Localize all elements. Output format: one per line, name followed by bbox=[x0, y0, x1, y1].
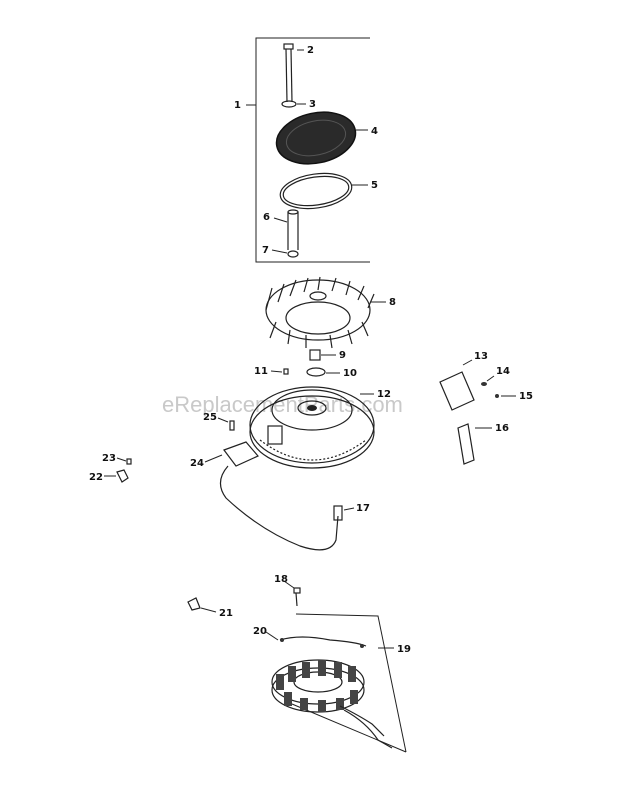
callout-2: 2 bbox=[307, 45, 314, 56]
callout-25: 25 bbox=[203, 412, 217, 423]
callout-13: 13 bbox=[474, 351, 488, 362]
callout-4: 4 bbox=[371, 126, 378, 137]
nut-part bbox=[309, 349, 336, 361]
screw-part-25 bbox=[217, 417, 235, 431]
callout-labels: 1 2 3 4 5 6 7 8 9 10 11 12 13 14 15 16 1… bbox=[89, 45, 533, 655]
screw-part-23 bbox=[116, 457, 132, 465]
callout-23: 23 bbox=[102, 453, 116, 464]
spacer-part bbox=[273, 209, 299, 250]
clip-part-22 bbox=[104, 469, 129, 483]
key-part bbox=[270, 368, 289, 375]
ring-part bbox=[279, 172, 368, 210]
flat-washer-part bbox=[306, 367, 340, 377]
ignition-module-part bbox=[204, 441, 355, 551]
callout-12: 12 bbox=[377, 389, 391, 400]
callout-19: 19 bbox=[397, 644, 411, 655]
callout-3: 3 bbox=[309, 99, 316, 110]
flywheel-part bbox=[249, 386, 375, 469]
callout-15: 15 bbox=[519, 391, 533, 402]
callout-18: 18 bbox=[274, 574, 288, 585]
rectifier-nut-part bbox=[495, 394, 516, 398]
callout-1: 1 bbox=[234, 100, 241, 111]
callout-17: 17 bbox=[356, 503, 370, 514]
callout-16: 16 bbox=[495, 423, 509, 434]
stator-part bbox=[271, 659, 393, 749]
washer-part bbox=[281, 100, 306, 108]
screen-part bbox=[275, 111, 368, 165]
callout-8: 8 bbox=[389, 297, 396, 308]
rectifier-screw-part bbox=[481, 375, 495, 386]
assembly-bracket bbox=[246, 37, 370, 263]
callout-7: 7 bbox=[262, 245, 269, 256]
callout-5: 5 bbox=[371, 180, 378, 191]
watermark: eReplacementParts.com bbox=[162, 392, 403, 417]
callout-21: 21 bbox=[219, 608, 233, 619]
bolt-part bbox=[283, 43, 304, 103]
fan-part bbox=[265, 276, 386, 349]
wire-harness-part bbox=[265, 631, 367, 648]
callout-14: 14 bbox=[496, 366, 510, 377]
callout-9: 9 bbox=[339, 350, 346, 361]
callout-10: 10 bbox=[343, 368, 357, 379]
small-washer-part bbox=[271, 249, 299, 258]
stator-bolt-part bbox=[283, 580, 301, 607]
connector-part bbox=[457, 423, 492, 465]
callout-20: 20 bbox=[253, 626, 267, 637]
callout-24: 24 bbox=[190, 458, 204, 469]
stator-bracket bbox=[291, 613, 407, 753]
callout-22: 22 bbox=[89, 472, 103, 483]
rectifier-part bbox=[439, 359, 475, 411]
callout-11: 11 bbox=[254, 366, 268, 377]
callout-6: 6 bbox=[263, 212, 270, 223]
clamp-part bbox=[187, 597, 217, 613]
